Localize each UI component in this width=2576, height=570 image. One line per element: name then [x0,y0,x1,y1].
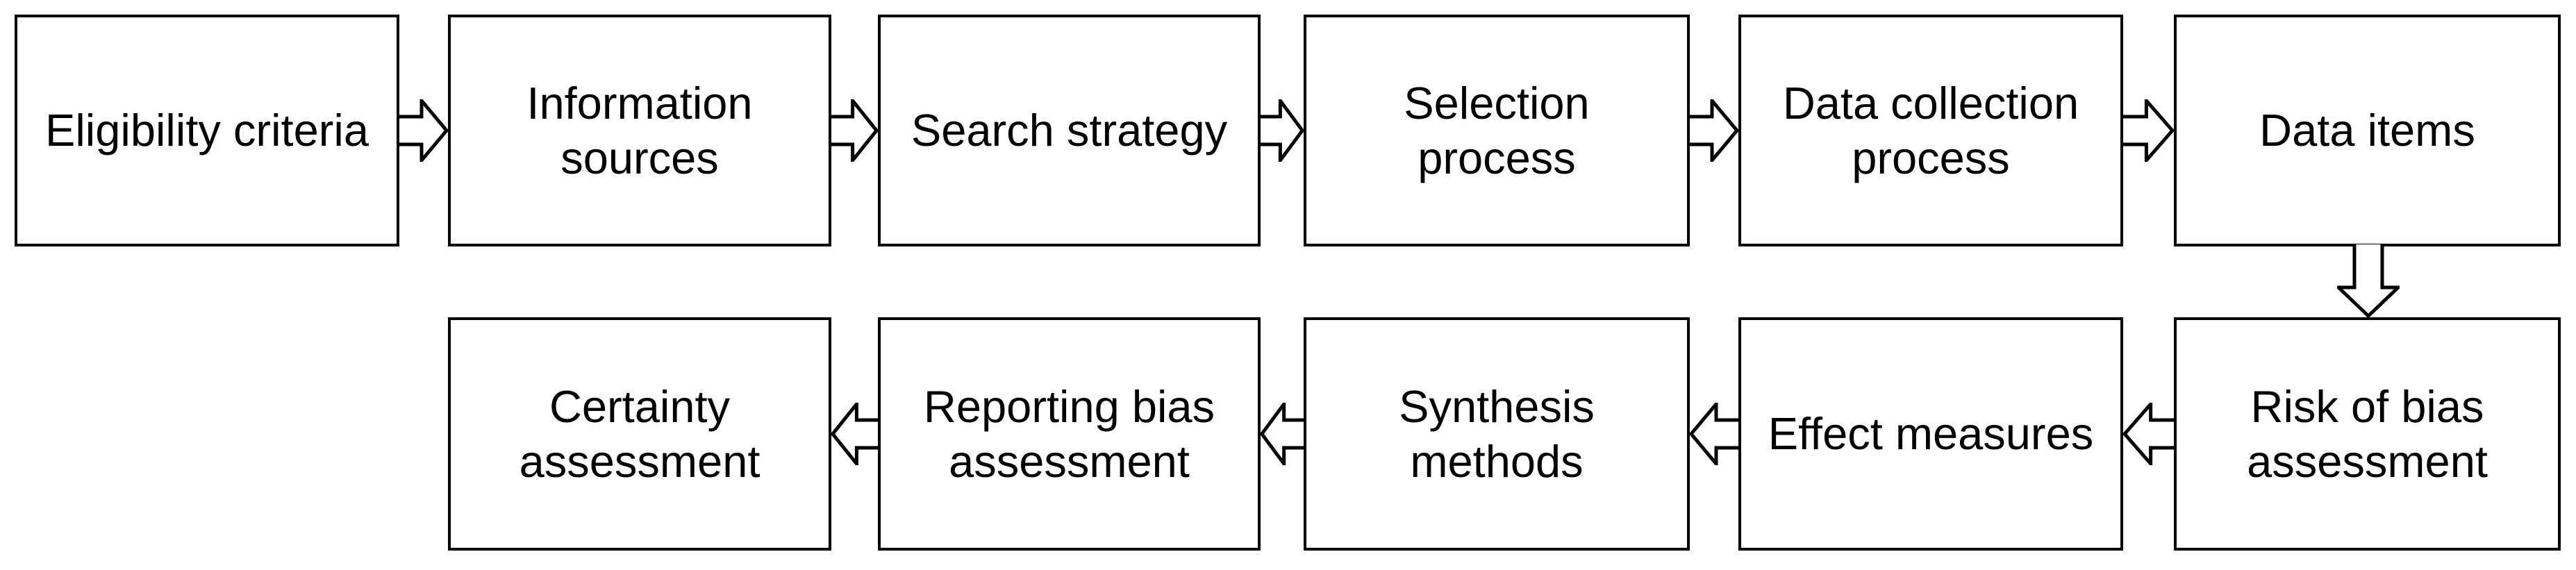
flow-arrow-left-icon [1261,403,1304,465]
box-data-items: Data items [2174,15,2561,246]
flow-arrow-right-icon [1261,99,1304,162]
box-label: Effect measures [1768,408,2094,460]
box-label: Synthesis methods [1399,380,1595,487]
box-selection-process: Selection process [1304,15,1690,246]
box-synthesis-methods: Synthesis methods [1304,317,1690,551]
flow-arrow-right-icon [2123,99,2174,162]
flow-arrow-left-icon [2123,403,2174,465]
flow-arrow-right-icon [1690,99,1738,162]
flow-arrow-left-icon [1690,403,1738,465]
box-label: Reporting bias assessment [923,380,1215,487]
box-label: Data items [2259,105,2475,156]
box-information-sources: Information sources [448,15,831,246]
box-label: Data collection process [1782,77,2079,183]
flow-arrow-right-icon [831,99,878,162]
box-label: Certainty assessment [519,380,761,487]
box-label: Information sources [526,77,753,183]
box-label: Search strategy [911,105,1228,156]
box-label: Risk of bias assessment [2247,380,2488,487]
box-effect-measures: Effect measures [1738,317,2123,551]
box-certainty-assessment: Certainty assessment [448,317,831,551]
box-label: Selection process [1404,77,1590,183]
box-risk-of-bias-assessment: Risk of bias assessment [2174,317,2561,551]
flow-arrow-left-icon [831,403,878,465]
flow-arrow-right-icon [399,99,448,162]
box-label: Eligibility criteria [45,105,369,156]
flow-arrow-down-icon [2337,244,2400,317]
box-reporting-bias-assessment: Reporting bias assessment [878,317,1261,551]
box-data-collection-process: Data collection process [1738,15,2123,246]
box-search-strategy: Search strategy [878,15,1261,246]
box-eligibility-criteria: Eligibility criteria [15,15,399,246]
